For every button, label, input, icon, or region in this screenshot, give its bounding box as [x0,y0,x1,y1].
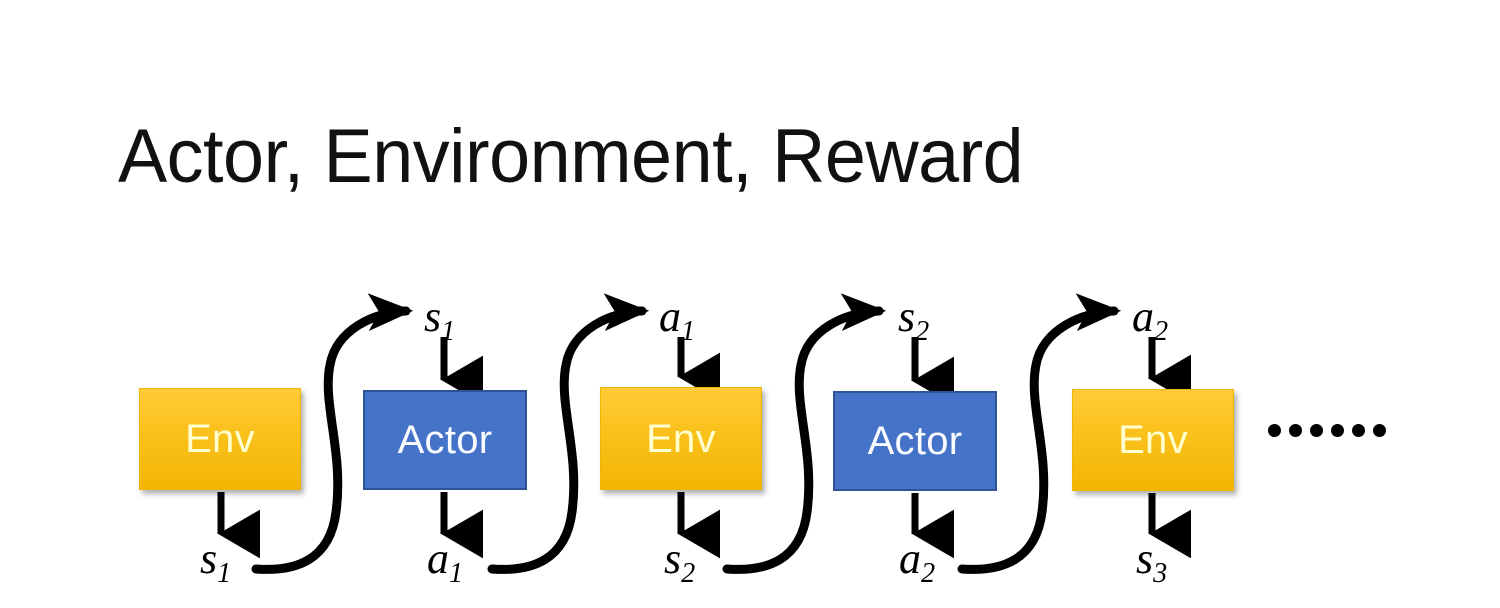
var-base: s [1136,534,1154,583]
node-actor-2[interactable]: Actor [833,391,997,491]
var-subscript: 2 [1154,316,1169,347]
var-subscript: 2 [915,316,930,347]
ellipsis-dot [1352,424,1365,437]
node-label: Actor [867,419,963,463]
node-env-3[interactable]: Env [1072,389,1234,491]
var-base: a [427,534,449,583]
var-subscript: 1 [217,558,232,589]
page-title: Actor, Environment, Reward [118,114,1024,199]
var-base: s [424,292,442,341]
label-bottom-a1: a1 [427,537,463,588]
node-env-1[interactable]: Env [139,388,301,490]
var-subscript: 3 [1153,558,1168,589]
ellipsis-dot [1268,424,1281,437]
var-subscript: 2 [921,558,936,589]
label-bottom-s3: s3 [1136,537,1167,588]
var-base: s [200,534,218,583]
node-label: Env [185,417,255,461]
var-base: a [1132,292,1154,341]
label-bottom-s1: s1 [200,537,231,588]
down-arrows-into-boxes [440,337,1192,406]
ellipsis-dot [1331,424,1344,437]
label-bottom-s2: s2 [664,537,695,588]
label-bottom-a2: a2 [899,537,935,588]
down-arrows-out-of-boxes [217,492,1192,559]
ellipsis-dot [1310,424,1323,437]
node-label: Env [1118,418,1188,462]
node-label: Env [646,416,716,461]
node-env-2[interactable]: Env [600,387,762,490]
label-top-a1: a1 [659,295,695,346]
label-top-a2: a2 [1132,295,1168,346]
var-subscript: 1 [441,316,456,347]
ellipsis-dot [1289,424,1302,437]
node-actor-1[interactable]: Actor [363,390,527,490]
label-top-s2: s2 [898,295,929,346]
var-subscript: 2 [681,558,696,589]
var-base: s [664,534,682,583]
label-top-s1: s1 [424,295,455,346]
var-base: a [659,292,681,341]
var-base: s [898,292,916,341]
node-label: Actor [397,418,493,462]
ellipsis-continuation [1268,424,1386,437]
var-subscript: 1 [449,558,464,589]
var-subscript: 1 [681,316,696,347]
ellipsis-dot [1373,424,1386,437]
var-base: a [899,534,921,583]
